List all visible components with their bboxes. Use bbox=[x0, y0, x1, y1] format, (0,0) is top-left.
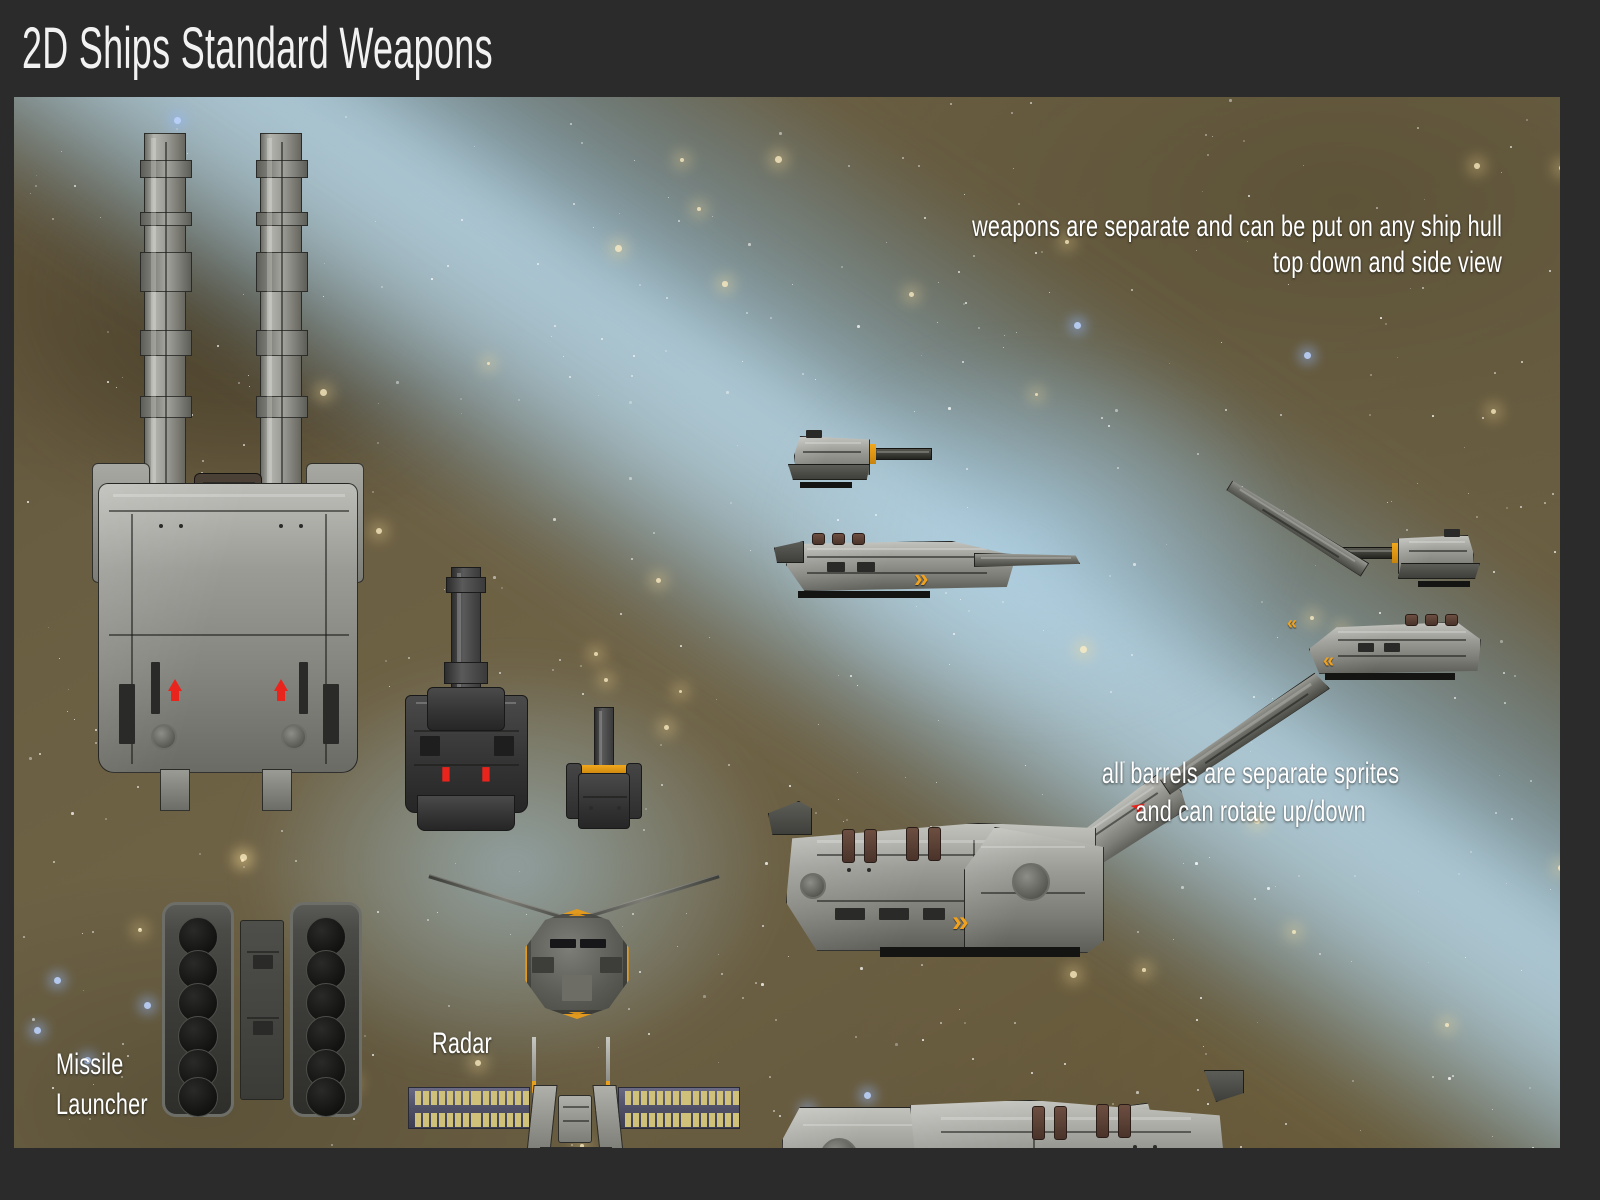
space-background: ▮ ▮ bbox=[14, 97, 1560, 1148]
label-missile-launcher: Missile Launcher bbox=[56, 1045, 184, 1125]
center-spine bbox=[240, 920, 284, 1100]
big-turret-top-down bbox=[92, 133, 364, 811]
body bbox=[578, 773, 630, 829]
marker-red-arrow-left bbox=[168, 679, 182, 701]
marker-chevron: » bbox=[952, 905, 969, 938]
marker-chevron-barrel: « bbox=[1287, 613, 1297, 633]
barrel bbox=[872, 448, 932, 460]
barrel-right bbox=[256, 133, 308, 513]
right-frame bbox=[1560, 0, 1600, 1200]
side-turret-large-left: ◄ « bbox=[782, 1002, 1504, 1148]
marker-red-left: ▮ bbox=[441, 763, 451, 783]
hull-front-plate bbox=[782, 1107, 932, 1148]
label-radar-text: Radar bbox=[432, 1027, 492, 1060]
turret-base bbox=[98, 483, 358, 773]
leg-right bbox=[262, 769, 292, 811]
annotation-middle: all barrels are separate sprites and can… bbox=[1044, 755, 1457, 831]
barrel bbox=[974, 553, 1080, 567]
page-title: 2D Ships Standard Weapons bbox=[22, 16, 493, 81]
sensor-head bbox=[558, 1095, 592, 1143]
bottom-frame bbox=[0, 1148, 1600, 1200]
small-turret-top-down bbox=[566, 707, 644, 832]
annotation-top-right: weapons are separate and can be put on a… bbox=[766, 209, 1502, 281]
marker-chevron: » bbox=[914, 563, 929, 593]
radar-dish-top-down bbox=[428, 874, 720, 1025]
annotation-middle-line1: all barrels are separate sprites bbox=[1101, 757, 1400, 790]
panel-wing-left bbox=[408, 1087, 530, 1129]
annotation-middle-line2: and can rotate up/down bbox=[1135, 795, 1366, 828]
marker-red-arrow-right bbox=[274, 679, 288, 701]
annotation-top-right-line2: top down and side view bbox=[1272, 246, 1502, 279]
left-frame bbox=[0, 0, 14, 1200]
leg-left bbox=[160, 769, 190, 811]
barrel-left bbox=[140, 133, 192, 513]
label-missile-launcher-line1: Missile bbox=[56, 1048, 124, 1081]
side-turret-medium-right: » bbox=[774, 527, 1084, 605]
hull-main bbox=[910, 1100, 1226, 1148]
marker-red-right: ▮ bbox=[481, 763, 491, 783]
annotation-top-right-line1: weapons are separate and can be put on a… bbox=[971, 210, 1502, 243]
label-radar: Radar bbox=[432, 1025, 515, 1063]
missile-launcher-top-down bbox=[162, 902, 362, 1117]
medium-turret-top-down: ▮ ▮ bbox=[399, 567, 534, 832]
side-turret-small-right bbox=[784, 430, 944, 502]
panel-wing-right bbox=[618, 1087, 740, 1129]
hatch bbox=[1012, 863, 1050, 901]
title-bar: 2D Ships Standard Weapons bbox=[0, 0, 1600, 97]
barrel bbox=[594, 707, 614, 769]
label-missile-launcher-line2: Launcher bbox=[56, 1088, 148, 1121]
pod-right bbox=[290, 902, 362, 1117]
